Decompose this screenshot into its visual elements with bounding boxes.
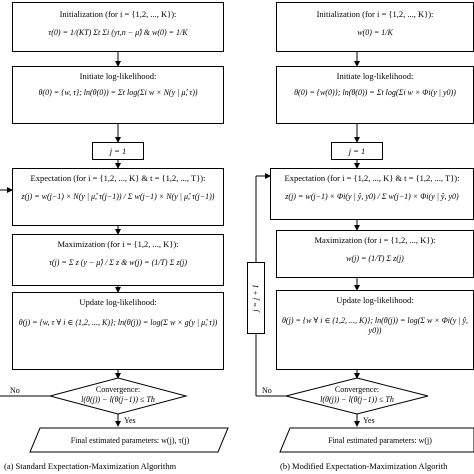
left-update-title: Update log-likelihood: [79,297,157,307]
left-conv-title: Convergence: [95,385,141,394]
right-convergence-diamond [285,377,429,415]
right-conv-formula: l(θ(j)) − l(θ(j−1)) ≤ Th [320,394,394,404]
left-initialization-box: Initialization (for i = {1,2, ..., K}): … [12,2,224,52]
right-j-init-label: j = 1 [348,146,366,156]
right-yes-label: Yes [363,416,375,425]
left-init-formula: τ(0) = 1/(KT) Σt Σi (yt,n − μ̂) & w(0) =… [48,27,188,37]
right-caption: (b) Modified Expectation-Maximization Al… [280,461,448,471]
right-initialization-box: Initialization (for i = {1,2, ..., K}): … [276,2,474,52]
right-final-parallelogram [279,427,474,453]
right-max-formula: w(j) = (1/T) Σ z(j) [346,253,404,263]
left-yes-label: Yes [124,416,136,425]
right-update-title: Update log-likelihood: [336,295,414,305]
right-exp-title: Expectation (for i = {1,2, ..., K} & t =… [284,173,460,183]
right-update-formula: θ(j) = {w ∀ i ∈ (1,2, ..., K)}; ln(θ(j))… [282,315,468,335]
left-update-box: Update log-likelihood: θ(j) = {w, τ ∀ i … [12,292,224,370]
left-no-label: No [10,386,20,395]
right-update-box: Update log-likelihood: θ(j) = {w ∀ i ∈ (… [276,290,474,370]
left-max-title: Maximization (for i = {1,2, ..., K}): [57,239,179,249]
right-j-increment-box: j = j + 1 [247,262,265,334]
left-convergence-text: Convergence: l(θ(j)) − l(θ(j−1)) ≤ Th [58,385,178,404]
left-final-text: Final estimated parameters: w(j), τ(j) [70,436,190,445]
right-init-title: Initialization (for i = {1,2, ..., K}): [316,9,434,19]
left-update-formula: θ(j) = {w, τ ∀ i ∈ (1,2, ..., K)}; ln(θ(… [18,317,218,327]
left-exp-formula: z(j) = w(j−1) × N(y | μ̂, τ(j−1)) / Σ w(… [21,191,215,201]
right-no-label: No [262,386,272,395]
left-expectation-box: Expectation (for i = {1,2, ..., K} & t =… [12,168,224,226]
left-final-parallelogram [29,427,229,453]
left-j-init-box: j = 1 [92,142,144,160]
left-loglik-title: Initiate log-likelihood: [79,71,157,81]
left-maximization-box: Maximization (for i = {1,2, ..., K}): τ(… [12,234,224,286]
left-loglik-formula: θ(0) = {w, τ}; ln(θ(0)) = Σt log(Σi w × … [38,87,198,97]
left-init-title: Initialization (for i = {1,2, ..., K}): [59,9,177,19]
right-final-text: Final estimated parameters: w(j) [328,436,432,445]
right-init-formula: w(0) = 1/K [357,27,393,37]
left-conv-formula: l(θ(j)) − l(θ(j−1)) ≤ Th [81,394,155,404]
right-exp-formula: z(j) = w(j−1) × Φi(y | ŷ, y0) / Σ w(j−1)… [285,191,459,201]
right-loglik-formula: θ(0) = {w(0)}; ln(θ(0)) = Σt log(Σi w × … [294,87,456,97]
right-j-increment-label: j = j + 1 [251,284,260,312]
right-max-title: Maximization (for i = {1,2, ..., K}): [314,235,436,245]
right-j-init-box: j = 1 [331,142,383,160]
right-convergence-text: Convergence: l(θ(j)) − l(θ(j−1)) ≤ Th [297,385,417,404]
left-max-formula: τ(j) = Σ z (y − μ̂) / Σ z & w(j) = (1/T)… [49,257,187,267]
left-caption: (a) Standard Expectation-Maximization Al… [4,461,177,471]
left-exp-title: Expectation (for i = {1,2, ..., K} & t =… [30,173,206,183]
left-loglik-box: Initiate log-likelihood: θ(0) = {w, τ}; … [12,66,224,124]
right-conv-title: Convergence: [334,385,380,394]
right-expectation-box: Expectation (for i = {1,2, ..., K} & t =… [270,168,474,220]
left-j-init-label: j = 1 [109,146,127,156]
left-convergence-diamond [48,377,188,415]
right-loglik-box: Initiate log-likelihood: θ(0) = {w(0)}; … [276,66,474,124]
right-maximization-box: Maximization (for i = {1,2, ..., K}): w(… [276,230,474,278]
right-loglik-title: Initiate log-likelihood: [336,71,414,81]
